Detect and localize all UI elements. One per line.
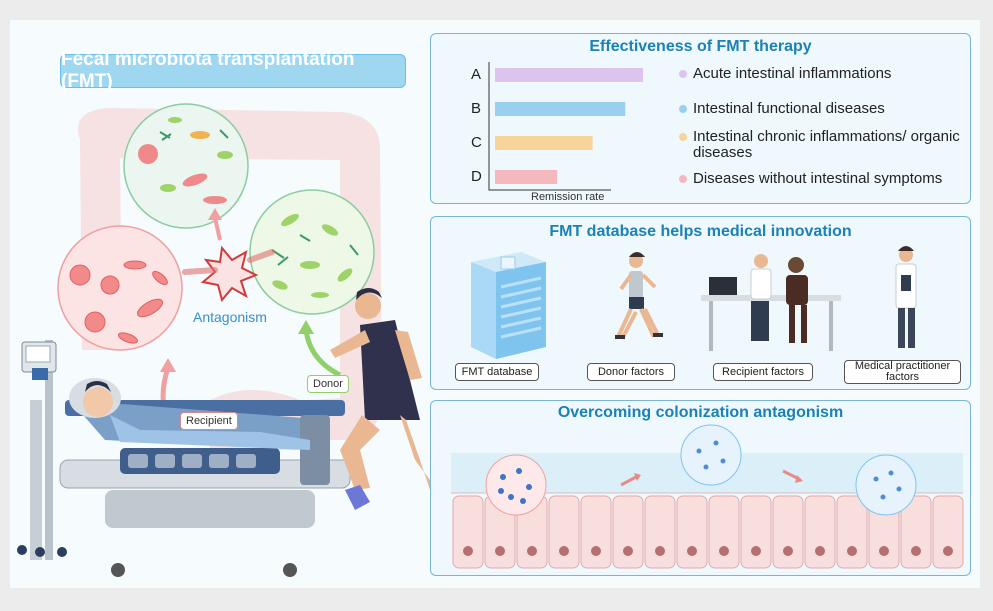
pathogen-colony-circle bbox=[485, 454, 547, 516]
epithelium-illustration bbox=[451, 424, 964, 569]
cell-nucleus bbox=[751, 546, 761, 556]
bar-B bbox=[495, 102, 626, 116]
epithelial-cell bbox=[452, 495, 484, 569]
epithelial-cell bbox=[740, 495, 772, 569]
cell-nucleus bbox=[463, 546, 473, 556]
restored-colony-circle bbox=[855, 454, 917, 516]
epithelial-cell bbox=[612, 495, 644, 569]
epithelial-cell bbox=[708, 495, 740, 569]
epithelial-cell bbox=[932, 495, 964, 569]
donor-tag: Donor bbox=[307, 375, 349, 393]
medical-practitioner-icon bbox=[895, 246, 917, 348]
main-title: Fecal microbiota transplantation (FMT) bbox=[60, 49, 406, 92]
bar-category-label: C bbox=[471, 134, 482, 151]
donor-runner bbox=[330, 288, 430, 510]
cell-nucleus bbox=[815, 546, 825, 556]
colonization-panel: Overcoming colonization antagonism bbox=[430, 400, 971, 576]
legend-dot bbox=[679, 70, 687, 78]
legend-item: Intestinal functional diseases bbox=[693, 100, 885, 117]
cell-nucleus bbox=[911, 546, 921, 556]
bar-category-label: B bbox=[471, 100, 482, 117]
epithelial-cell bbox=[772, 495, 804, 569]
recipient-microbiota-circle bbox=[57, 225, 183, 351]
donor-arrow-icon bbox=[303, 329, 342, 378]
arrow-icon bbox=[620, 475, 637, 487]
epithelial-cell bbox=[580, 495, 612, 569]
bar-A bbox=[495, 68, 643, 82]
effectiveness-panel: Effectiveness of FMT therapy Remission r… bbox=[430, 33, 971, 204]
cell-nucleus bbox=[943, 546, 953, 556]
fmt-illustration bbox=[17, 103, 430, 577]
recipient-consultation-icon bbox=[701, 254, 841, 351]
caption-3: Medical practitioner factors bbox=[844, 360, 961, 384]
database-illustrations bbox=[471, 246, 917, 359]
cell-nucleus bbox=[783, 546, 793, 556]
caption-1: Donor factors bbox=[587, 363, 675, 381]
legend-item: Diseases without intestinal symptoms bbox=[693, 170, 943, 187]
fmt-colony-circle bbox=[680, 424, 742, 486]
chart-axis bbox=[488, 62, 611, 191]
antagonism-label: Antagonism bbox=[193, 309, 267, 325]
recipient-tag: Recipient bbox=[180, 412, 238, 430]
cell-nucleus bbox=[527, 546, 537, 556]
database-server-icon bbox=[471, 252, 546, 359]
cell-nucleus bbox=[847, 546, 857, 556]
cell-nucleus bbox=[687, 546, 697, 556]
bar-category-label: D bbox=[471, 168, 482, 185]
healthy-microbiota-circle bbox=[123, 103, 249, 229]
arrow-up-icon bbox=[213, 217, 222, 241]
database-panel: FMT database helps medical innovation bbox=[430, 216, 971, 390]
effectiveness-panel-title: Effectiveness of FMT therapy bbox=[589, 38, 812, 55]
caption-0: FMT database bbox=[455, 363, 539, 381]
legend-item: Intestinal chronic inflammations/ organi… bbox=[693, 128, 960, 161]
caption-2: Recipient factors bbox=[713, 363, 813, 381]
cell-nucleus bbox=[559, 546, 569, 556]
legend-dot bbox=[679, 105, 687, 113]
cell-nucleus bbox=[655, 546, 665, 556]
database-panel-title: FMT database helps medical innovation bbox=[549, 223, 852, 240]
epithelial-cell bbox=[676, 495, 708, 569]
epithelial-cell bbox=[836, 495, 868, 569]
colonization-panel-title: Overcoming colonization antagonism bbox=[557, 404, 844, 421]
donor-icon bbox=[615, 252, 663, 340]
antagonism-burst-icon bbox=[200, 245, 259, 303]
epithelial-cell bbox=[548, 495, 580, 569]
legend-dot bbox=[679, 133, 687, 141]
epithelial-cell bbox=[644, 495, 676, 569]
hospital-bed bbox=[17, 340, 351, 577]
x-axis-title: Remission rate bbox=[531, 191, 605, 203]
epithelial-cell bbox=[900, 495, 932, 569]
bar-category-label: A bbox=[471, 66, 482, 83]
legend-dot bbox=[679, 175, 687, 183]
bar-D bbox=[495, 170, 558, 184]
cell-nucleus bbox=[879, 546, 889, 556]
legend-item: Acute intestinal inflammations bbox=[693, 65, 892, 82]
cell-nucleus bbox=[719, 546, 729, 556]
epithelial-cell bbox=[804, 495, 836, 569]
cell-nucleus bbox=[495, 546, 505, 556]
bar-C bbox=[495, 136, 593, 150]
figure-canvas: Fecal microbiota transplantation (FMT) A… bbox=[10, 20, 980, 588]
effectiveness-bar-chart bbox=[488, 62, 643, 191]
cell-nucleus bbox=[591, 546, 601, 556]
cell-nucleus bbox=[623, 546, 633, 556]
